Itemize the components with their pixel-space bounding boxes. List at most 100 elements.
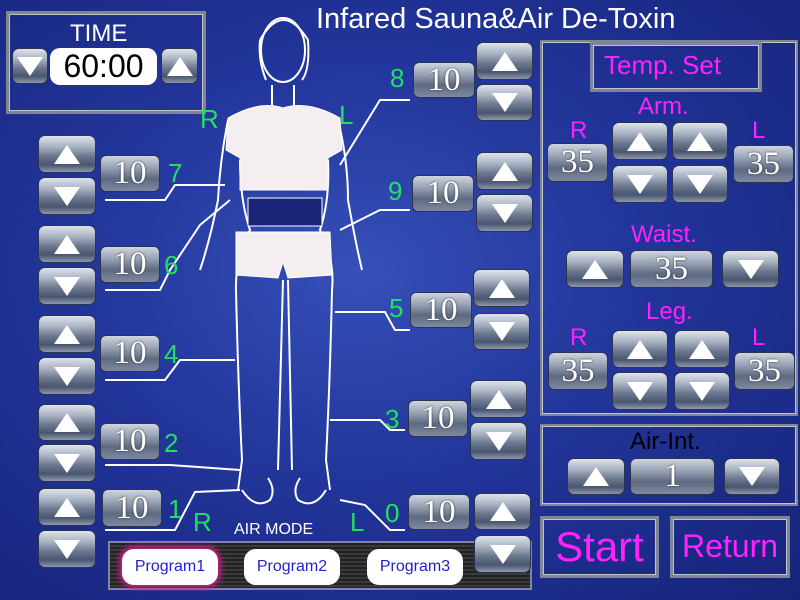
zone9-up-button[interactable] bbox=[476, 152, 533, 190]
program2-button[interactable]: Program2 bbox=[244, 549, 340, 585]
zone7-down-button[interactable] bbox=[38, 177, 96, 215]
zone6-up-button[interactable] bbox=[38, 225, 96, 263]
arrow-up-icon bbox=[54, 324, 80, 344]
arrow-down-icon bbox=[54, 186, 80, 206]
zone3-value: 10 bbox=[408, 400, 468, 437]
zone3-down-button[interactable] bbox=[470, 422, 527, 460]
arm-r-label: R bbox=[570, 117, 588, 144]
arrow-up-icon bbox=[485, 389, 512, 409]
waist-label: Waist. bbox=[631, 221, 697, 248]
leg-r-value: 35 bbox=[548, 352, 608, 390]
air-int-down-button[interactable] bbox=[724, 458, 780, 495]
body-figure bbox=[199, 17, 363, 505]
arrow-down-icon bbox=[627, 381, 653, 401]
program3-button[interactable]: Program3 bbox=[367, 549, 463, 585]
arrow-up-icon bbox=[166, 56, 193, 76]
zone4-down-button[interactable] bbox=[38, 357, 96, 395]
time-label: TIME bbox=[70, 20, 128, 47]
zone1-down-button[interactable] bbox=[38, 530, 96, 568]
zone8-label: 8 bbox=[390, 63, 405, 93]
arrow-down-icon bbox=[737, 259, 764, 279]
arm-r-down-button[interactable] bbox=[612, 165, 668, 203]
arm-r-up-button[interactable] bbox=[612, 122, 668, 160]
arrow-up-icon bbox=[689, 339, 715, 359]
arrow-down-icon bbox=[54, 276, 80, 296]
arm-l-label: L bbox=[752, 117, 766, 144]
arrow-up-icon bbox=[583, 467, 609, 486]
arrow-down-icon bbox=[488, 322, 515, 341]
zone5-up-button[interactable] bbox=[473, 269, 530, 307]
arrow-down-icon bbox=[491, 203, 518, 223]
zone8-up-button[interactable] bbox=[476, 42, 533, 80]
zone1-value: 10 bbox=[102, 489, 162, 527]
zone9-label: 9 bbox=[388, 176, 403, 206]
arrow-down-icon bbox=[687, 174, 713, 194]
zone4-label: 4 bbox=[164, 339, 179, 369]
arrow-down-icon bbox=[489, 544, 516, 564]
zone5-value: 10 bbox=[410, 292, 472, 328]
air-mode-label: AIR MODE bbox=[234, 521, 314, 538]
arm-l-value: 35 bbox=[733, 145, 794, 183]
zone8-value: 10 bbox=[413, 62, 475, 98]
arrow-down-icon bbox=[491, 93, 518, 112]
start-button[interactable]: Start bbox=[540, 516, 659, 578]
zone8-down-button[interactable] bbox=[476, 84, 533, 121]
time-decrease-button[interactable] bbox=[12, 48, 48, 84]
zone0-up-button[interactable] bbox=[474, 493, 531, 530]
leg-l-up-button[interactable] bbox=[674, 330, 730, 368]
zone5-label: 5 bbox=[389, 293, 404, 323]
arrow-down-icon bbox=[17, 56, 43, 76]
arrow-down-icon bbox=[54, 453, 80, 473]
zone5-down-button[interactable] bbox=[473, 313, 530, 350]
air-int-up-button[interactable] bbox=[567, 458, 625, 495]
zone2-down-button[interactable] bbox=[38, 444, 96, 482]
return-button[interactable]: Return bbox=[670, 516, 790, 578]
arrow-down-icon bbox=[54, 366, 80, 386]
start-label: Start bbox=[555, 523, 644, 570]
air-int-value: 1 bbox=[630, 458, 715, 495]
zone0-label: 0 bbox=[385, 498, 400, 528]
waist-up-button[interactable] bbox=[566, 250, 624, 288]
zone7-value: 10 bbox=[100, 155, 160, 192]
zone-connector-lines bbox=[0, 0, 540, 540]
temp-set-title: Temp. Set bbox=[604, 50, 722, 80]
arrow-up-icon bbox=[54, 144, 80, 164]
arrow-up-icon bbox=[54, 234, 80, 254]
zone1-label: 1 bbox=[168, 494, 183, 524]
zone0-down-button[interactable] bbox=[474, 535, 531, 573]
zone2-up-button[interactable] bbox=[38, 404, 96, 441]
leg-l-down-button[interactable] bbox=[674, 372, 730, 410]
waist-down-button[interactable] bbox=[722, 250, 779, 288]
zone4-value: 10 bbox=[100, 335, 160, 372]
zone6-down-button[interactable] bbox=[38, 267, 96, 305]
arm-r-value: 35 bbox=[547, 143, 608, 182]
arrow-up-icon bbox=[687, 131, 713, 151]
leg-r-up-button[interactable] bbox=[612, 330, 668, 368]
zone9-down-button[interactable] bbox=[476, 194, 533, 232]
arrow-up-icon bbox=[627, 131, 653, 151]
arrow-up-icon bbox=[54, 497, 80, 517]
time-increase-button[interactable] bbox=[161, 48, 198, 84]
zone0-value: 10 bbox=[408, 494, 470, 530]
arrow-up-icon bbox=[491, 51, 518, 71]
zone7-up-button[interactable] bbox=[38, 135, 96, 173]
leg-label: Leg. bbox=[646, 298, 693, 325]
lower-right-label: R bbox=[193, 507, 212, 537]
leg-r-down-button[interactable] bbox=[612, 372, 668, 410]
zone2-value: 10 bbox=[100, 423, 160, 460]
return-label: Return bbox=[681, 528, 779, 564]
arm-l-down-button[interactable] bbox=[672, 165, 728, 203]
program1-button[interactable]: Program1 bbox=[122, 549, 218, 585]
zone3-up-button[interactable] bbox=[470, 380, 527, 418]
lower-left-label: L bbox=[350, 507, 365, 537]
zone6-label: 6 bbox=[164, 250, 179, 280]
zone6-value: 10 bbox=[100, 246, 160, 283]
zone4-up-button[interactable] bbox=[38, 315, 96, 353]
arm-l-up-button[interactable] bbox=[672, 122, 728, 160]
zone3-label: 3 bbox=[385, 404, 400, 434]
arrow-up-icon bbox=[488, 278, 515, 298]
zone1-up-button[interactable] bbox=[38, 488, 96, 526]
leg-l-label: L bbox=[752, 324, 766, 351]
arrow-up-icon bbox=[491, 161, 518, 181]
time-value[interactable]: 60:00 bbox=[50, 48, 157, 85]
